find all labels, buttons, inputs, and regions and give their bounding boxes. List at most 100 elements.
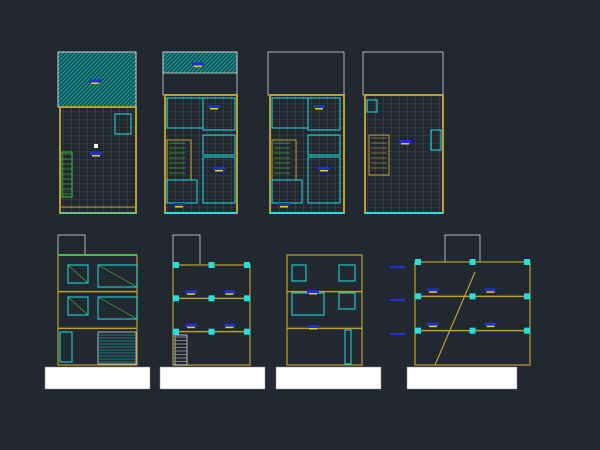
room-label-underline — [309, 328, 317, 330]
entry-door — [59, 331, 73, 363]
garage-door — [97, 331, 137, 365]
room-label-underline — [215, 170, 223, 172]
stair — [368, 134, 390, 176]
window — [338, 292, 356, 310]
column — [208, 328, 215, 335]
parapet — [444, 234, 481, 263]
window — [67, 296, 89, 316]
column — [244, 295, 250, 302]
room-label-underline — [92, 155, 100, 157]
room-label-underline — [91, 82, 99, 84]
floor-outline — [164, 94, 238, 214]
sidewalk — [59, 206, 137, 214]
column — [469, 259, 476, 265]
living-dining — [202, 156, 236, 204]
column — [173, 328, 179, 335]
column — [173, 262, 179, 268]
room-label-underline — [429, 291, 437, 293]
bedroom-label — [313, 105, 325, 108]
column — [173, 295, 179, 302]
garage-label — [90, 152, 102, 155]
bathroom — [307, 134, 341, 156]
room-label-underline — [210, 108, 218, 110]
roof-label — [89, 79, 101, 83]
terrace-label — [399, 140, 411, 143]
section-a[interactable] — [159, 234, 266, 390]
window — [67, 264, 89, 284]
window-swing — [97, 264, 138, 288]
living-label — [213, 167, 225, 170]
window — [97, 296, 138, 320]
room-label-underline — [486, 291, 495, 293]
room-label — [223, 290, 236, 294]
room-label-underline — [401, 143, 409, 145]
window-swing — [97, 296, 138, 320]
column — [415, 327, 421, 334]
parapet — [57, 234, 86, 256]
column — [415, 259, 421, 265]
stair-flight — [434, 271, 476, 366]
room-label — [427, 322, 439, 326]
plan-first[interactable] — [162, 51, 238, 214]
bedroom-1 — [307, 97, 341, 131]
plan-ground[interactable] — [57, 51, 137, 214]
window — [291, 292, 325, 316]
elevation-front[interactable] — [44, 234, 151, 390]
column — [208, 295, 215, 302]
room-label — [484, 322, 497, 326]
column — [469, 293, 476, 300]
room-label-underline — [187, 293, 195, 295]
column — [244, 262, 250, 268]
plan-roof[interactable] — [362, 51, 444, 214]
room-label-underline — [225, 326, 234, 329]
column — [469, 327, 476, 334]
site-outline — [362, 51, 444, 96]
floor-outline — [364, 94, 444, 214]
site-outline — [267, 51, 345, 96]
column — [208, 262, 215, 268]
section-b[interactable] — [390, 234, 531, 390]
room-label-underline — [280, 206, 288, 208]
window — [338, 264, 356, 282]
title-block — [44, 366, 151, 390]
building-outline — [286, 254, 363, 366]
tank — [366, 99, 378, 113]
building-outline — [172, 264, 251, 366]
bedroom-label — [173, 203, 185, 206]
bedroom-label — [208, 105, 220, 108]
window-swing — [67, 296, 89, 316]
room-label — [223, 323, 236, 327]
stair — [61, 151, 73, 198]
window — [291, 264, 307, 282]
column — [94, 144, 98, 148]
room-label — [484, 288, 497, 292]
elevation-rear[interactable] — [275, 254, 382, 390]
room-label-underline — [225, 293, 234, 295]
room-label-underline — [194, 65, 202, 67]
plan-second[interactable] — [267, 51, 345, 214]
living-dining — [307, 156, 341, 204]
door — [344, 329, 352, 365]
title-block — [275, 366, 382, 390]
window-swing — [67, 264, 89, 284]
bathroom — [202, 134, 236, 156]
room-label — [307, 290, 319, 293]
column — [524, 293, 530, 300]
room-label-underline — [429, 325, 437, 328]
floor-outline — [59, 106, 137, 214]
column — [244, 328, 250, 335]
room-label-underline — [486, 325, 495, 328]
bedroom-1 — [202, 97, 236, 131]
room-label — [427, 288, 439, 292]
roof-label — [192, 62, 204, 66]
living-label — [318, 167, 330, 170]
bedroom-label — [278, 203, 290, 206]
room-label — [185, 290, 197, 294]
column — [524, 259, 530, 265]
bathroom — [114, 113, 132, 135]
room-label-underline — [187, 326, 195, 329]
room-label-underline — [320, 170, 328, 172]
column — [415, 293, 421, 300]
title-block — [406, 366, 518, 390]
